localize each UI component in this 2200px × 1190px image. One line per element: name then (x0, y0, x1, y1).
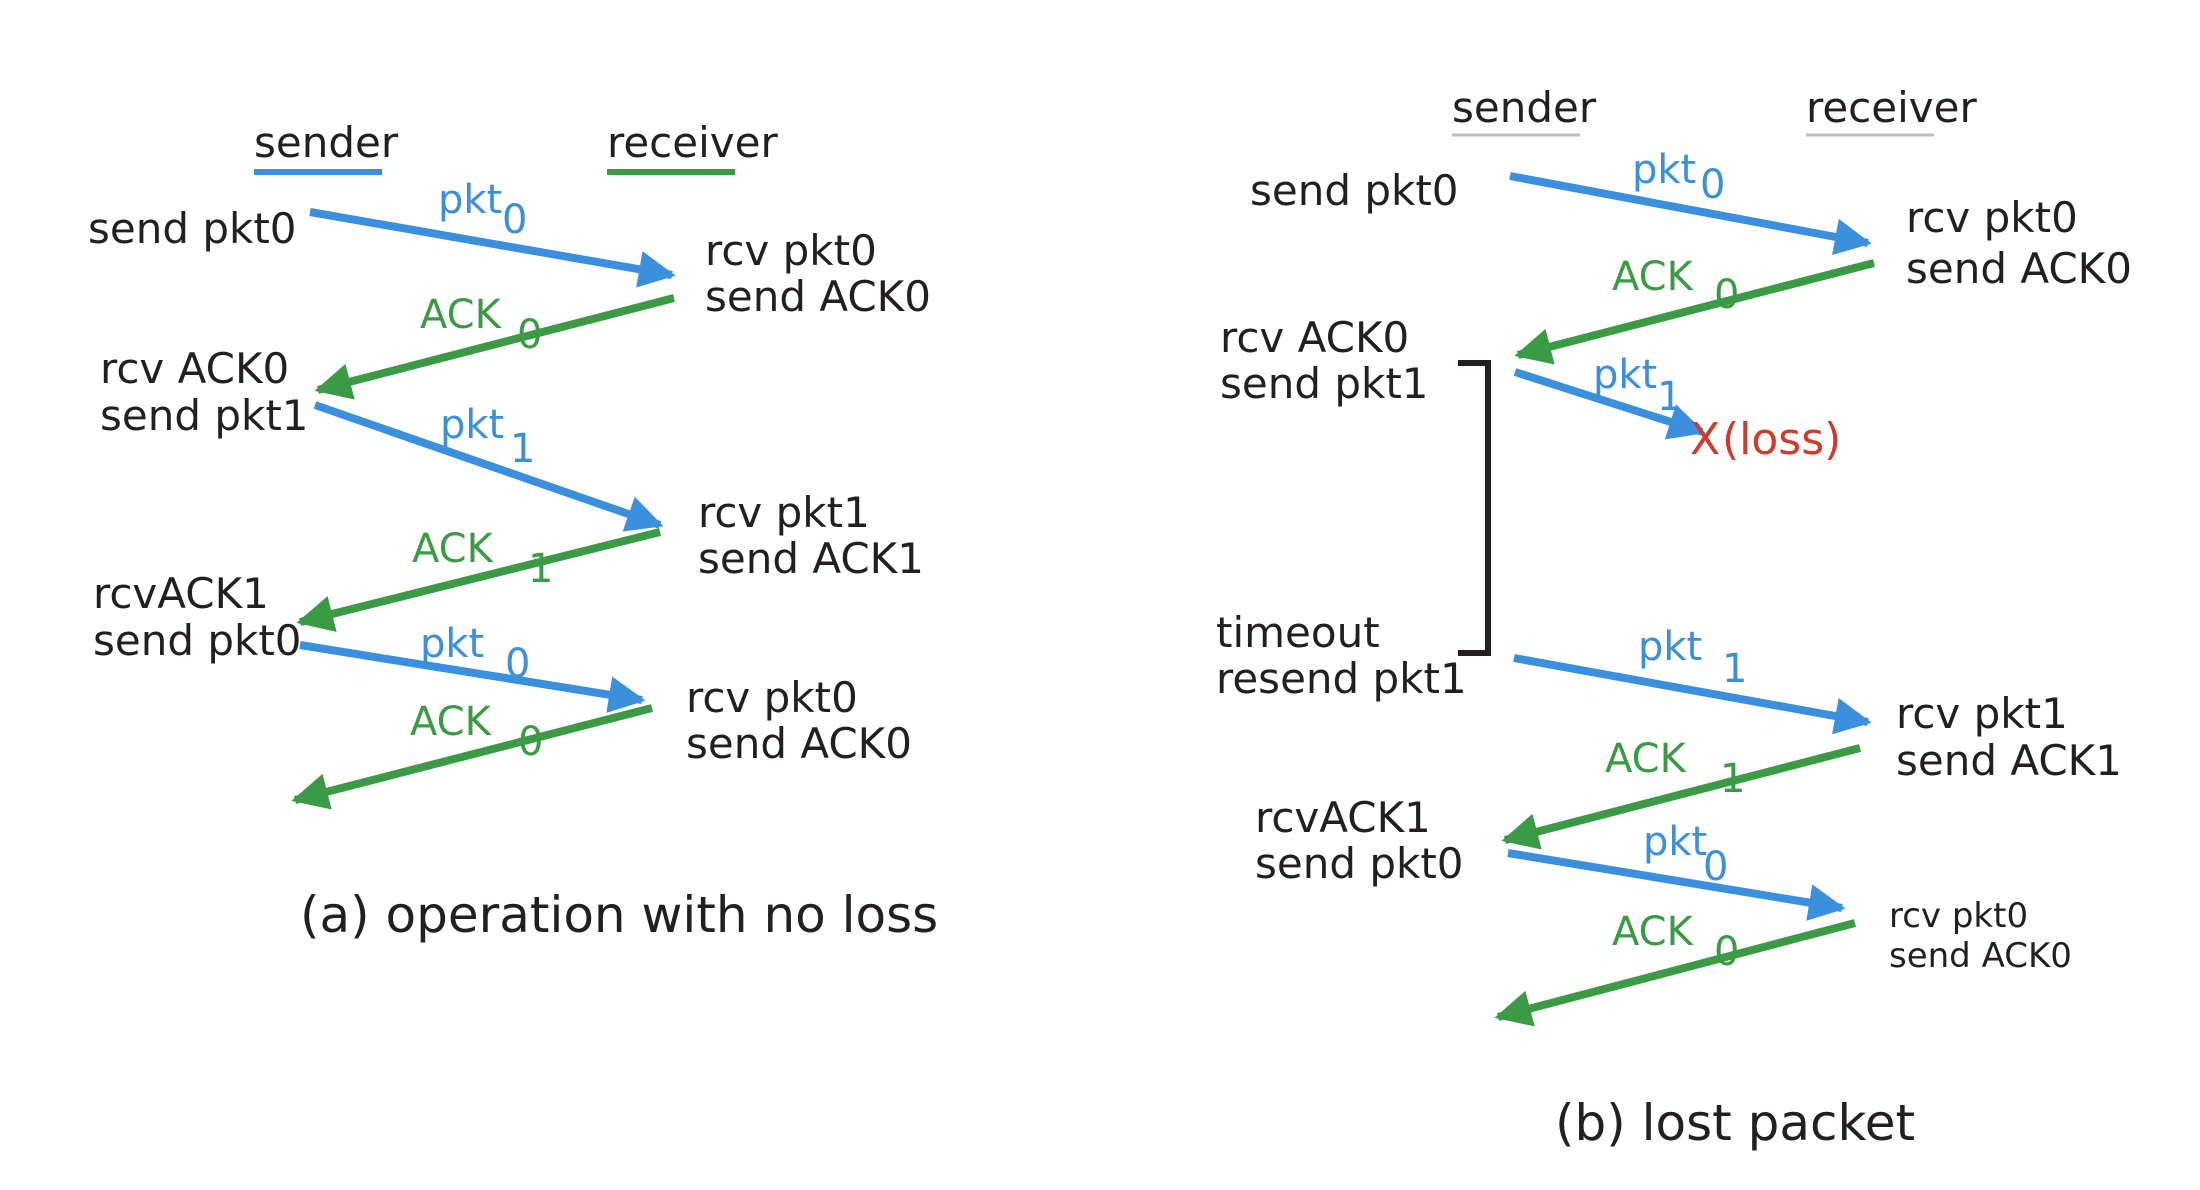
pkt1-resend-arrow (1513, 654, 1872, 735)
sender-label: rcvACK1 (93, 569, 269, 618)
caption: (a) operation with no loss (300, 886, 938, 944)
message-seq: 1 (1720, 756, 1745, 802)
message-seq: 0 (505, 641, 530, 687)
message-name: ACK (412, 526, 495, 572)
message-seq: 1 (510, 426, 535, 472)
sender-label: send pkt1 (1220, 359, 1429, 408)
ack0-arrow (291, 704, 653, 810)
panel-a: sender receiver send pkt0 rcv ACK0 send … (88, 118, 938, 944)
message-name: ACK (1605, 736, 1688, 782)
message-seq: 0 (1700, 162, 1725, 208)
message-seq: 0 (1714, 272, 1739, 318)
sender-label: send pkt0 (1250, 166, 1459, 215)
message-name: ACK (410, 699, 493, 745)
receiver-label: send ACK0 (1906, 244, 2132, 293)
loss-label: (loss) (1722, 414, 1841, 465)
message-name: pkt (1638, 624, 1702, 670)
message-name: pkt (440, 402, 504, 448)
receiver-label: send ACK1 (1896, 736, 2122, 785)
receiver-label: send ACK1 (698, 534, 924, 583)
caption: (b) lost packet (1555, 1094, 1915, 1152)
message-seq: 1 (528, 546, 553, 592)
pkt1-lost-arrow (1513, 368, 1706, 440)
sender-label: send pkt1 (100, 391, 309, 440)
ack0-arrow (314, 294, 676, 400)
pkt0-arrow (1509, 172, 1872, 255)
sender-label: rcvACK1 (1255, 793, 1431, 842)
message-name: ACK (1612, 909, 1695, 955)
sender-label: rcv ACK0 (1220, 313, 1409, 362)
receiver-label: send ACK0 (1889, 936, 2072, 976)
message-seq: 1 (1722, 646, 1747, 692)
pkt0-arrow (1507, 849, 1846, 921)
sender-label: timeout (1216, 608, 1380, 657)
pkt1-arrow (313, 401, 664, 532)
receiver-label: rcv pkt0 (686, 673, 858, 722)
receiver-label: send ACK0 (705, 272, 931, 321)
receiver-label: rcv pkt0 (1906, 193, 2078, 242)
message-name: pkt (420, 621, 484, 667)
receiver-label: rcv pkt1 (698, 488, 870, 537)
message-name: pkt (438, 177, 502, 223)
message-name: pkt (1632, 147, 1696, 193)
ack0-arrow (1514, 259, 1876, 365)
receiver-label: send ACK0 (686, 719, 912, 768)
receiver-header: receiver (1806, 83, 1977, 132)
sender-label: send pkt0 (88, 204, 297, 253)
sender-label: send pkt0 (93, 616, 302, 665)
message-name: ACK (420, 292, 503, 338)
receiver-header: receiver (607, 118, 778, 167)
sender-label: send pkt0 (1255, 839, 1464, 888)
receiver-label: rcv pkt0 (705, 226, 877, 275)
sender-header: sender (1452, 83, 1597, 132)
loss-x-marker: X (1690, 414, 1720, 465)
message-seq: 1 (1657, 374, 1682, 420)
panel-b: sender receiver send pkt0 rcv ACK0 send … (1216, 83, 2132, 1152)
ack1-arrow (1501, 744, 1862, 850)
message-seq: 0 (1714, 929, 1739, 975)
pkt0-arrow (299, 641, 646, 713)
message-name: ACK (1612, 254, 1695, 300)
message-name: pkt (1593, 352, 1657, 398)
timeout-bracket (1458, 360, 1491, 656)
sender-label: rcv ACK0 (100, 344, 289, 393)
message-name: pkt (1643, 819, 1707, 865)
ack1-arrow (296, 528, 661, 632)
sender-header: sender (254, 118, 399, 167)
pkt0-arrow (309, 208, 676, 288)
ack0-arrow (1494, 919, 1857, 1027)
receiver-label: rcv pkt1 (1896, 689, 2068, 738)
receiver-label: rcv pkt0 (1889, 896, 2028, 936)
message-seq: 0 (1703, 844, 1728, 890)
message-seq: 0 (502, 197, 527, 243)
message-seq: 0 (517, 312, 542, 358)
message-seq: 0 (518, 719, 543, 765)
sender-label: resend pkt1 (1216, 654, 1467, 703)
